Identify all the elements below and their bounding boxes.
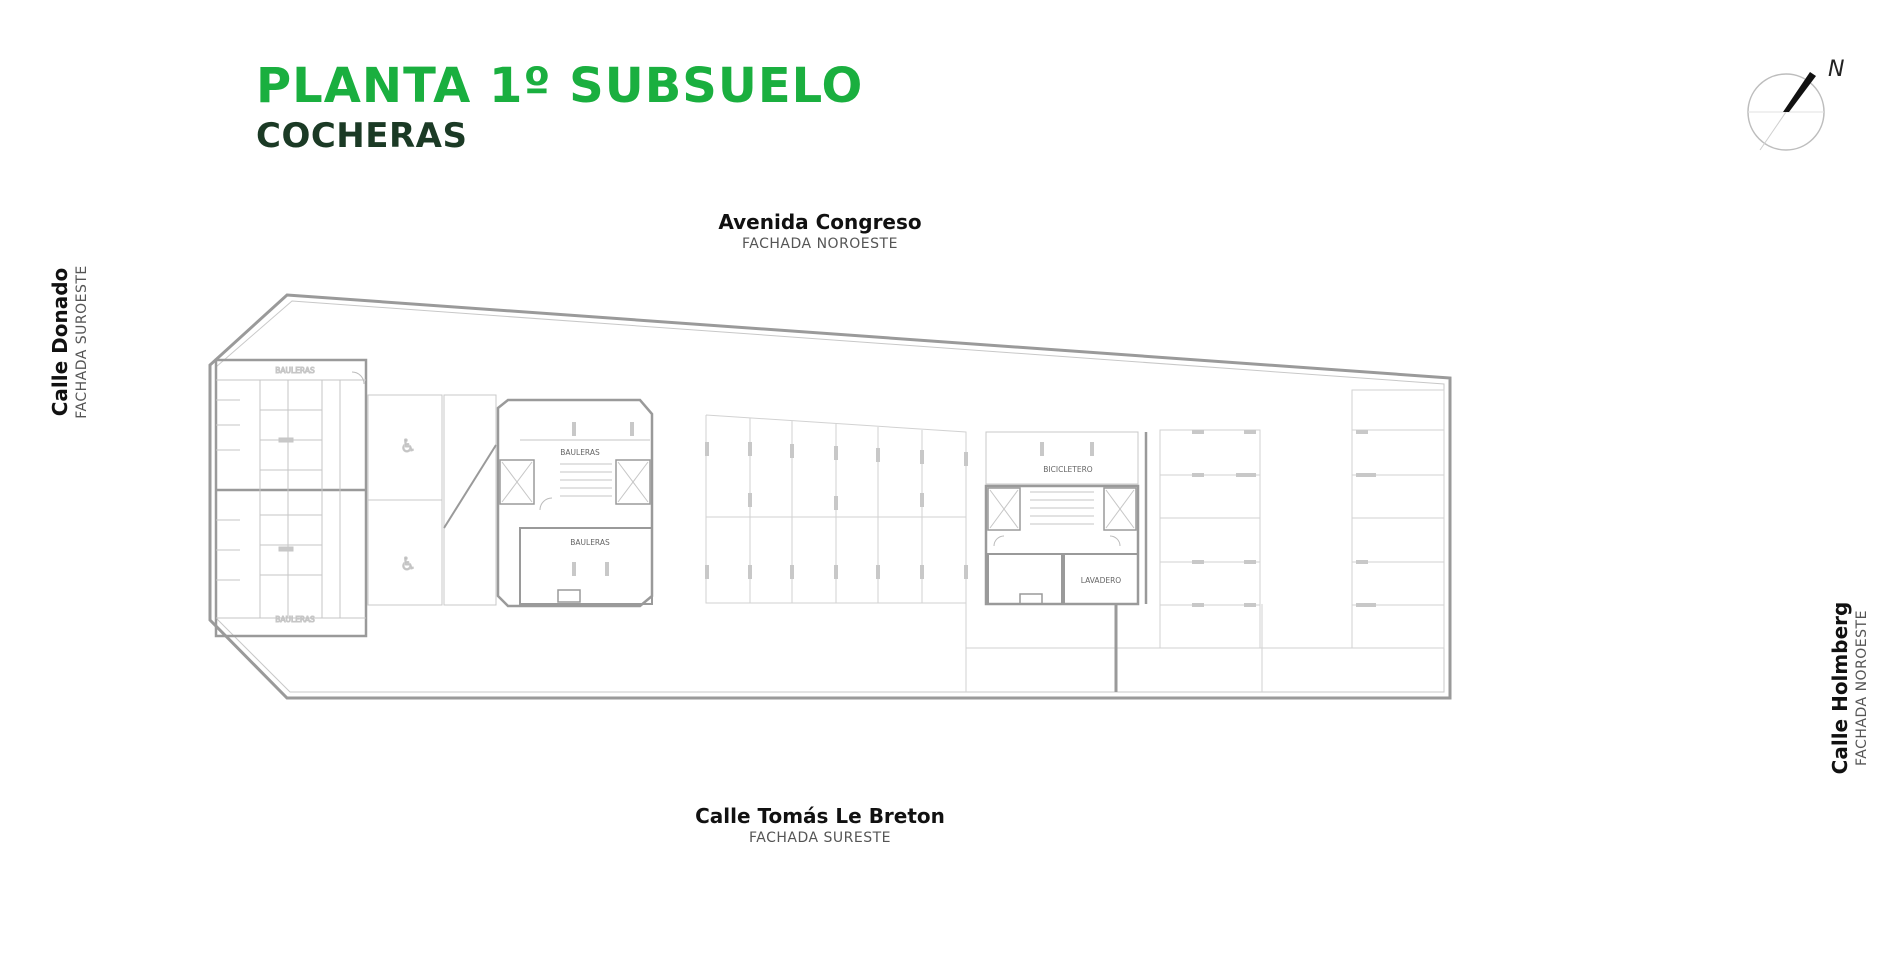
street-label-top: Avenida Congreso FACHADA NOROESTE (620, 210, 1020, 252)
stair-core-right: BICICLETERO LAVADERO (984, 431, 1148, 606)
street-name-top: Avenida Congreso (718, 210, 922, 234)
stair-core-left: BAULERAS BAULERAS (496, 398, 654, 608)
ramp-area: ♿ ♿ (367, 394, 497, 606)
page-title: PLANTA 1º SUBSUELO (256, 58, 864, 114)
street-label-bottom: Calle Tomás Le Breton FACHADA SURESTE (620, 804, 1020, 846)
parking-grid-center (705, 414, 968, 604)
left-storage-block: BAULERAS BAULERAS (214, 358, 368, 638)
compass-north-label: N (1828, 57, 1844, 82)
parking-grid-right (1159, 389, 1445, 649)
room-label-lavadero: LAVADERO (1081, 576, 1122, 585)
compass-icon: N (1747, 57, 1844, 151)
accessible-icon: ♿ (400, 554, 416, 575)
building-outline (208, 293, 1452, 700)
room-label-bauleras-core-top: BAULERAS (560, 448, 600, 457)
door-marks (351, 371, 1121, 547)
room-label-bauleras-top-left: BAULERAS (275, 366, 315, 375)
room-label-bicicletero: BICICLETERO (1043, 465, 1092, 474)
facade-label-top: FACHADA NOROESTE (742, 236, 898, 252)
accessible-icon: ♿ (400, 436, 416, 457)
page-subtitle: COCHERAS (256, 116, 468, 156)
street-name-bottom: Calle Tomás Le Breton (695, 804, 945, 828)
room-label-bauleras-bottom-left: BAULERAS (275, 615, 315, 624)
room-label-bauleras-core-bottom: BAULERAS (570, 538, 610, 547)
facade-label-bottom: FACHADA SURESTE (748, 830, 892, 846)
